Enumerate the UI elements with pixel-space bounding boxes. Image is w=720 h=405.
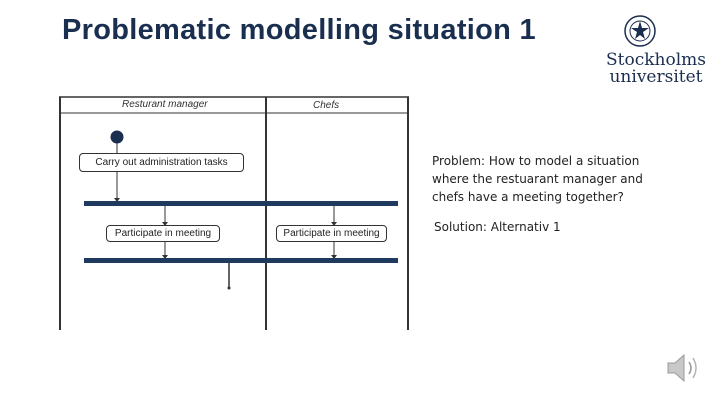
university-logo: Stockholms universitet [606, 14, 706, 86]
solution-note: Solution: Alternativ 1 [434, 220, 561, 234]
slide-title: Problematic modelling situation 1 [62, 14, 536, 46]
lane-label-manager: Resturant manager [122, 99, 208, 110]
logo-line1: Stockholms [606, 50, 706, 70]
lane-label-chefs: Chefs [313, 100, 340, 111]
speaker-icon[interactable] [664, 350, 704, 386]
logo-line2: universitet [609, 67, 703, 87]
initial-node [110, 130, 124, 144]
join-bar [84, 258, 398, 263]
university-seal-icon [624, 15, 656, 47]
activity-manager-meeting: Participate in meeting [106, 225, 220, 242]
problem-note: Problem: How to model a situation where … [432, 154, 643, 204]
activity-chefs-meeting: Participate in meeting [276, 225, 387, 242]
activity-admin-tasks: Carry out administration tasks [79, 153, 244, 172]
fork-bar [84, 201, 398, 206]
